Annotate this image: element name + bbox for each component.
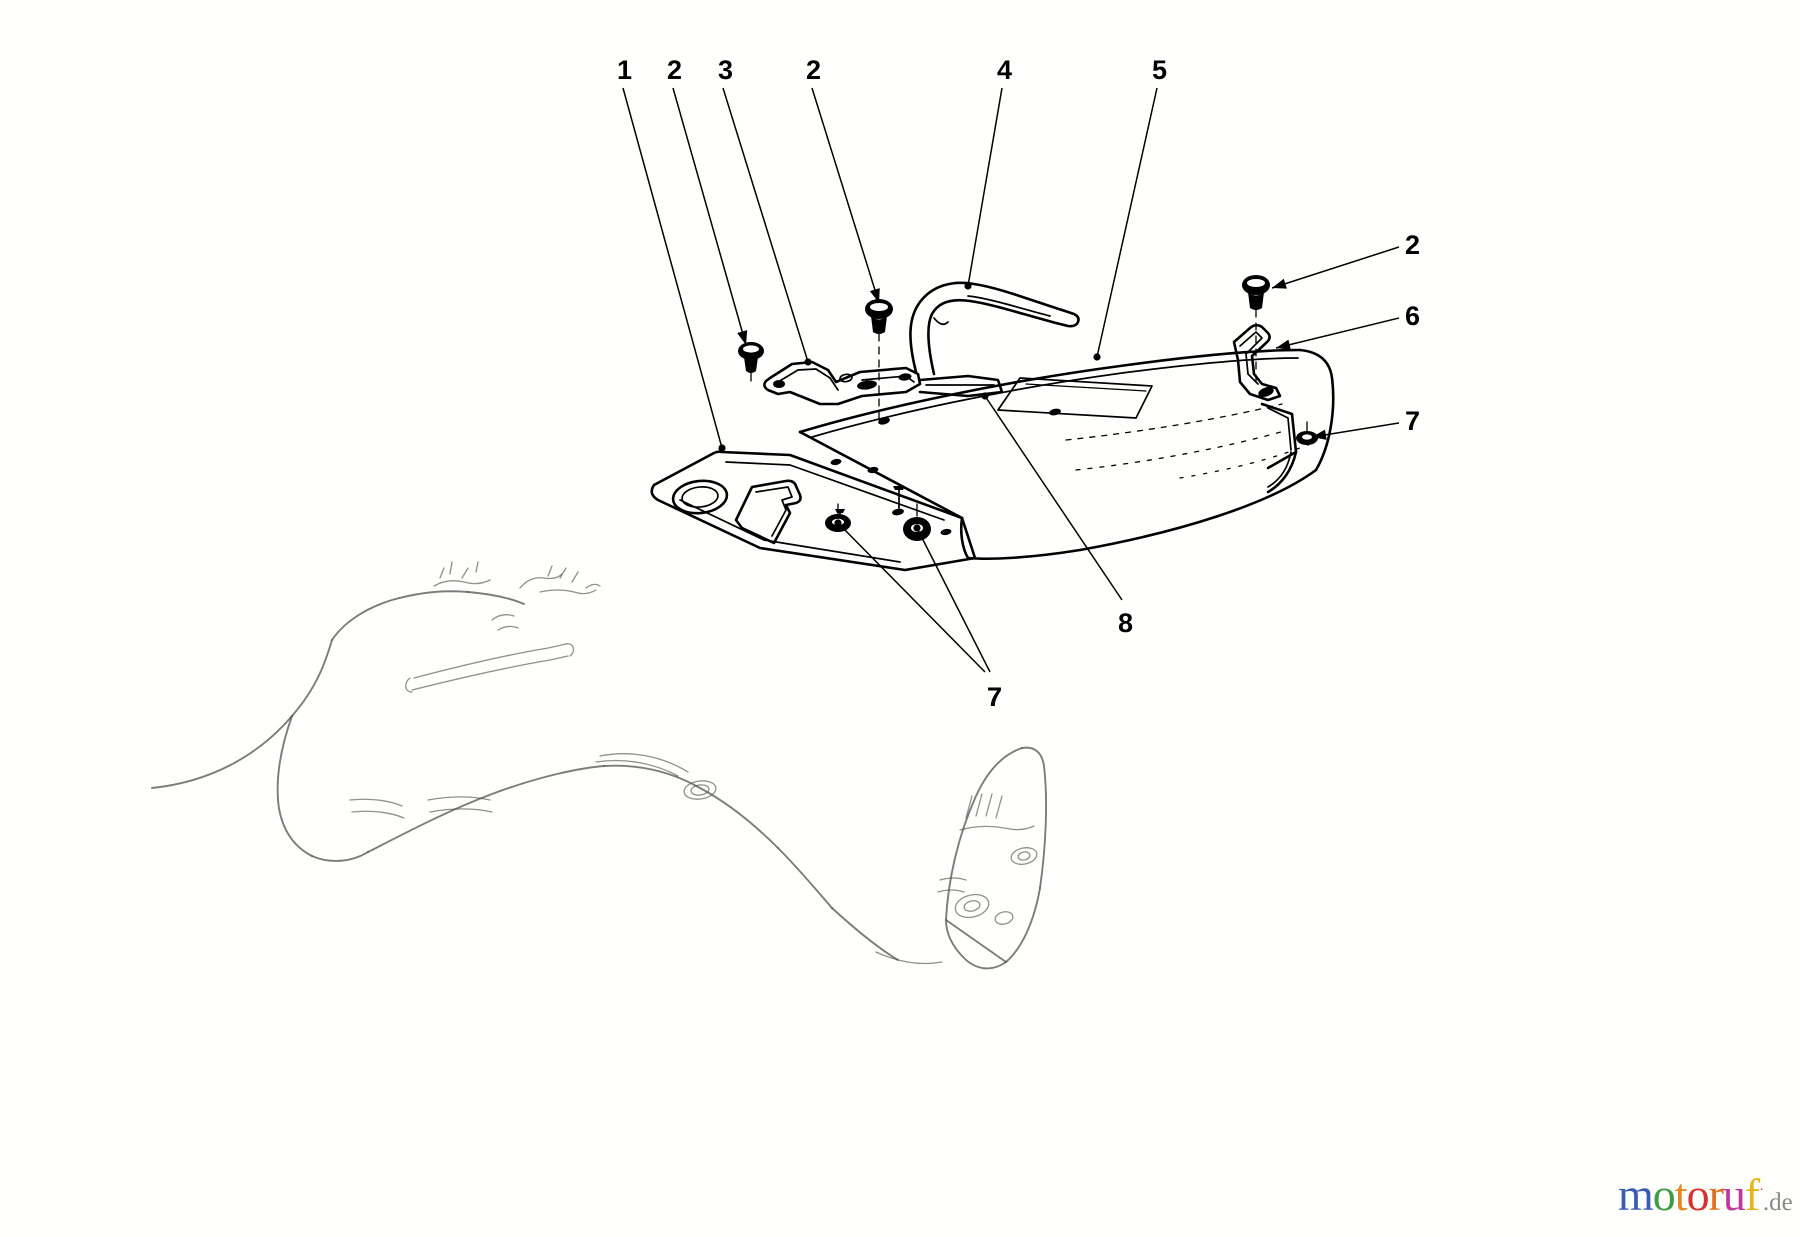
leader-line-7-8	[1311, 422, 1400, 438]
watermark-letter-1: o	[1652, 1169, 1676, 1220]
callout-number-2-6: 2	[1405, 230, 1421, 260]
nut-center	[903, 503, 931, 541]
leader-arrow-2-6	[1272, 278, 1287, 289]
leader-line-6-7	[1275, 317, 1400, 349]
leader-line-4-4	[967, 87, 1003, 287]
callout-number-7-10: 7	[987, 682, 1003, 712]
leader-dot-1-0	[718, 444, 726, 452]
watermark-letter-2: t	[1674, 1169, 1688, 1220]
callout-number-8-9: 8	[1118, 608, 1134, 638]
leader-line-2-1	[672, 87, 747, 346]
leader-line-7-11	[916, 527, 991, 673]
callout-number-5-5: 5	[1152, 55, 1168, 85]
watermark-letter-5: u	[1722, 1169, 1746, 1220]
leader-line-2-3	[811, 87, 880, 304]
watermark-letter-3: o	[1686, 1169, 1710, 1220]
bolt-right	[1242, 275, 1270, 385]
watermark-suffix: .de	[1762, 1189, 1793, 1216]
leader-dot-3-2	[804, 358, 812, 366]
callout-number-3-2: 3	[718, 55, 734, 85]
leader-dot-7-10	[834, 519, 842, 527]
leader-line-3-2	[722, 87, 809, 363]
watermark-dot: ·	[1759, 1182, 1764, 1198]
callout-number-7-8: 7	[1405, 406, 1421, 436]
leader-dot-8-9	[981, 392, 989, 400]
callout-number-2-3: 2	[806, 55, 822, 85]
leader-line-1-0	[622, 87, 723, 449]
watermark-letter-0: m	[1618, 1169, 1654, 1220]
leader-dot-5-5	[1093, 353, 1101, 361]
watermark-letter-4: r	[1708, 1169, 1724, 1220]
leader-arrow-6-7	[1276, 339, 1291, 350]
leader-arrow-2-1	[737, 330, 748, 345]
bolt-center	[865, 299, 893, 421]
callout-number-4-4: 4	[997, 55, 1013, 85]
leader-dot-7-11	[913, 524, 921, 532]
mounting-plate-left	[650, 450, 977, 572]
leader-arrow-7-8	[1312, 429, 1327, 440]
leader-arrow-2-3	[869, 288, 880, 303]
callout-number-1-0: 1	[617, 55, 633, 85]
retainer-clip	[1232, 323, 1282, 402]
callout-number-6-7: 6	[1405, 301, 1421, 331]
leader-line-2-6	[1271, 246, 1400, 289]
nut-right	[1296, 421, 1318, 445]
support-bracket	[763, 360, 1004, 406]
leader-lines	[622, 87, 1400, 673]
watermark-letter-6: f	[1744, 1169, 1760, 1220]
motoruf-watermark: motoruf·.de	[1618, 1168, 1793, 1221]
ghost-mower-outline	[151, 561, 1048, 970]
shield-support-rod	[1260, 402, 1298, 494]
leader-line-8-9	[984, 395, 1123, 601]
bolt-left	[738, 342, 764, 382]
handle-rod	[909, 281, 1080, 376]
leader-line-7-10	[837, 522, 986, 673]
watermark-letters: motoruf	[1618, 1168, 1760, 1221]
callout-number-7-11: 7	[987, 682, 1003, 712]
callout-number-2-1: 2	[667, 55, 683, 85]
leader-line-5-5	[1096, 87, 1158, 358]
leader-dot-4-4	[964, 282, 972, 290]
deflector-shield	[798, 348, 1335, 561]
nut-left	[825, 503, 851, 532]
